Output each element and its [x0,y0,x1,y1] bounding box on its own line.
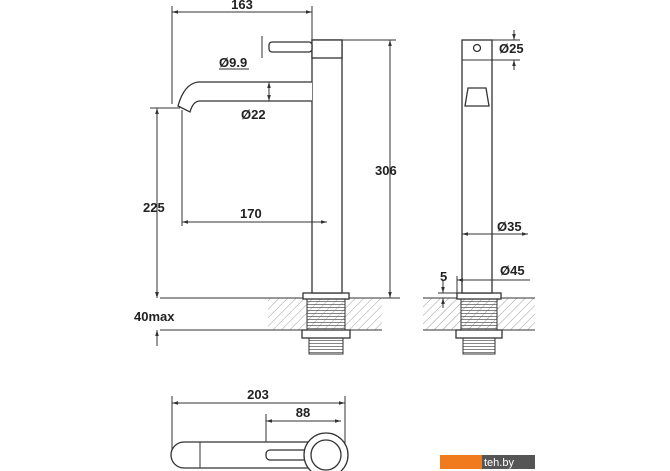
mounting-nut-front [455,329,503,339]
plan-view: 203 88 [170,387,349,471]
lever-end [472,43,482,53]
lever-handle [268,41,313,53]
dim-plan-lever: 88 [296,405,310,420]
side-view: 163 Ø9.9 Ø22 225 170 306 40max [134,0,400,355]
dim-163: 163 [231,0,253,12]
base-flange [302,292,350,300]
connector-front [462,337,496,355]
dim-spout-diameter: Ø22 [241,107,266,122]
watermark-text: teh.by [484,457,514,469]
mounting-nut [301,329,351,339]
dim-lever-diameter: Ø9.9 [219,55,247,70]
handle-cap [311,39,343,59]
body-plan-inner [310,439,342,471]
dim-body-diameter: Ø35 [497,219,522,234]
faucet-body [311,39,343,294]
watermark-logo: teh.by [440,455,535,469]
spout [177,81,312,113]
dim-base-height: 5 [440,269,447,284]
connector [308,337,344,355]
dim-handle-diameter: Ø25 [499,41,524,56]
spout-outlet [464,87,490,107]
dim-plan-length: 203 [247,387,269,402]
dim-spout-reach: 170 [240,206,262,221]
mounting-thread [306,297,346,331]
base-flange-front [456,292,502,300]
dim-base-diameter: Ø45 [500,263,525,278]
dim-total-height: 306 [375,163,397,178]
front-view: Ø25 Ø35 Ø45 5 [423,30,535,355]
mounting-thread-front [460,297,498,331]
spout-plan [170,441,311,469]
faucet-body-front [461,39,493,294]
dim-countertop-max: 40max [134,309,175,324]
dim-spout-height: 225 [143,200,165,215]
